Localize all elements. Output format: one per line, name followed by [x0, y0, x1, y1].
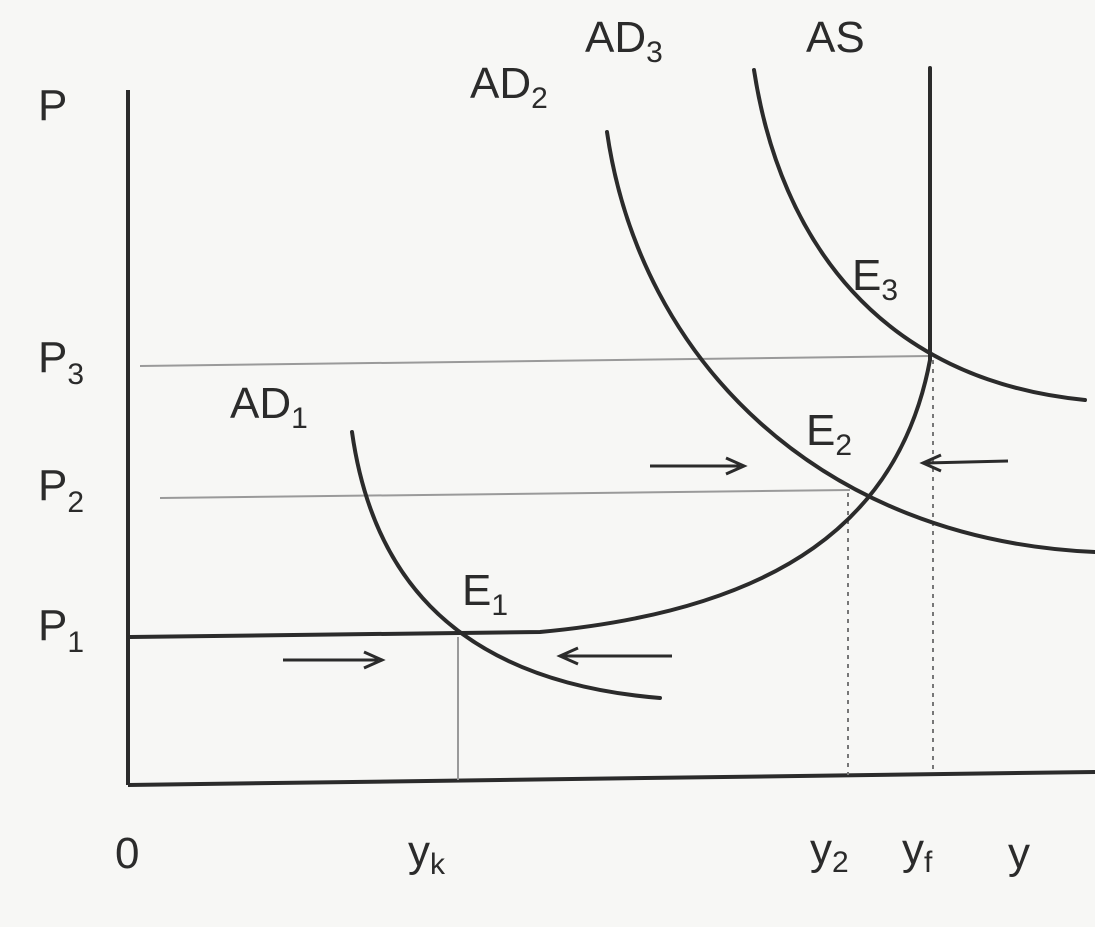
price-label-p2: P2: [38, 461, 84, 519]
arrow-right-e1: [283, 650, 386, 670]
ad1-curve: [350, 430, 662, 700]
ad2-curve: [605, 130, 1095, 554]
as-curve-label: AS: [806, 13, 865, 62]
equilibrium-label-e2: E2: [806, 406, 852, 462]
output-label-yk: yk: [408, 827, 446, 881]
equilibrium-label-e3: E3: [852, 251, 898, 307]
as-curve: [128, 66, 932, 639]
arrow-right-e2: [650, 456, 748, 476]
ad2-curve-label: AD2: [470, 59, 548, 115]
ad3-curve-label: AD3: [585, 13, 663, 69]
output-label-y2: y2: [810, 825, 849, 879]
arrow-left-e2: [919, 453, 1009, 473]
guide-p2: [159, 489, 851, 499]
y-axis-label: P: [38, 81, 67, 130]
x-axis-label: y: [1008, 829, 1030, 878]
price-label-p1: P1: [38, 601, 84, 659]
arrow-left-e1: [556, 646, 672, 666]
price-label-p3: P3: [38, 333, 84, 391]
output-label-yf: yf: [902, 825, 933, 879]
origin-label: 0: [115, 829, 139, 878]
equilibrium-label-e1: E1: [462, 566, 508, 622]
x-axis: [127, 770, 1095, 787]
ad3-curve: [752, 68, 1087, 402]
guide-p3: [139, 355, 931, 367]
ad1-curve-label: AD1: [230, 379, 308, 435]
